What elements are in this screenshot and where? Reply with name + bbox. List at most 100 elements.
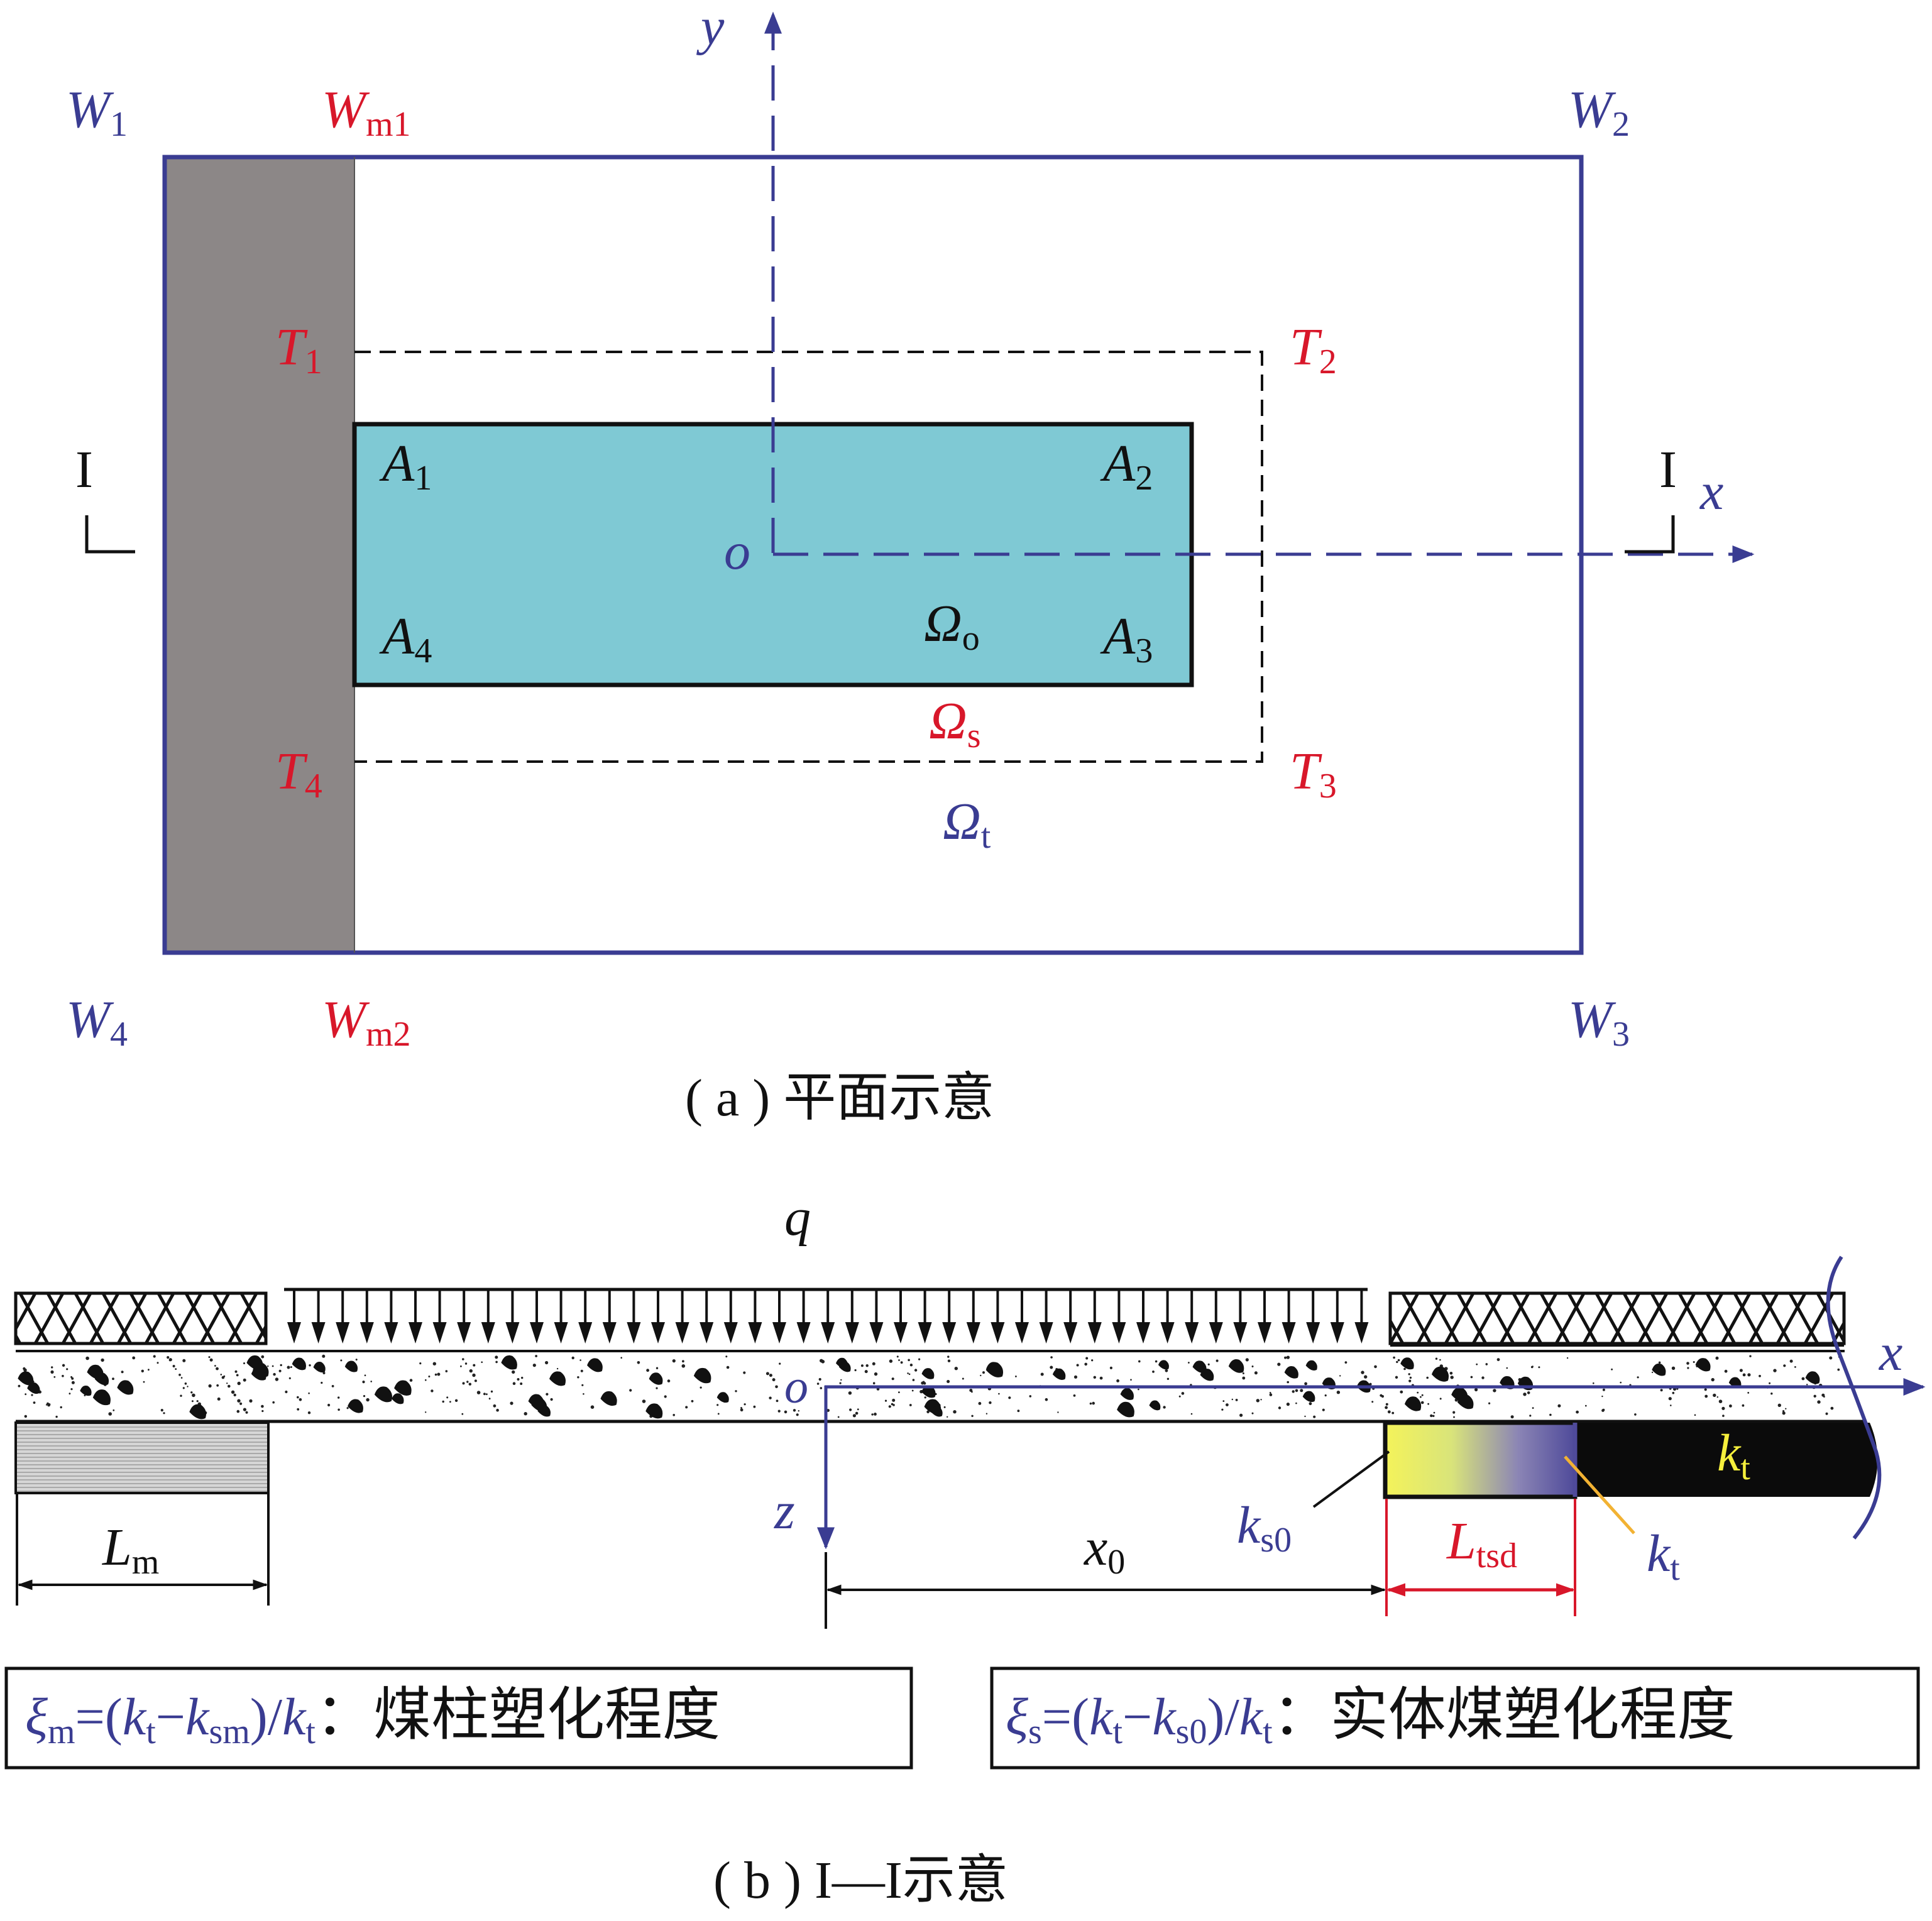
gravel-speck <box>182 1387 185 1389</box>
gravel-stone <box>117 1380 134 1395</box>
gravel-speck <box>428 1376 431 1377</box>
gravel-speck <box>1245 1358 1249 1362</box>
gravel-stone <box>94 1372 109 1386</box>
gravel-speck <box>577 1376 579 1379</box>
gravel-stone <box>649 1372 663 1385</box>
gravel-speck <box>141 1369 144 1372</box>
gravel-speck <box>982 1371 985 1374</box>
ltsd-label: Ltsd <box>1446 1512 1517 1575</box>
load-arrow-head <box>675 1322 689 1344</box>
gravel-stone <box>1052 1368 1066 1380</box>
load-arrow-head <box>432 1322 447 1344</box>
gravel-speck <box>1300 1389 1304 1393</box>
gravel-speck <box>1694 1414 1696 1416</box>
gravel-speck <box>237 1399 241 1403</box>
gravel-speck <box>1385 1406 1388 1409</box>
gravel-speck <box>1403 1367 1406 1371</box>
gravel-speck <box>642 1399 646 1403</box>
gravel-speck <box>717 1413 720 1415</box>
gravel-speck <box>1260 1399 1262 1401</box>
load-arrow-head <box>287 1322 301 1344</box>
gravel-speck <box>1496 1358 1500 1362</box>
load-arrow-head <box>409 1322 422 1344</box>
gravel-speck <box>1523 1393 1527 1396</box>
gravel-speck <box>740 1408 744 1412</box>
gravel-speck <box>196 1400 199 1403</box>
gravel-speck <box>550 1398 553 1401</box>
gravel-speck <box>236 1374 239 1377</box>
load-arrow-head <box>723 1322 738 1344</box>
gravel-speck <box>1671 1366 1676 1370</box>
gravel-speck <box>321 1381 323 1384</box>
gravel-speck <box>366 1398 370 1402</box>
gravel-speck <box>784 1410 788 1414</box>
gravel-speck <box>495 1355 498 1359</box>
gravel-speck <box>1830 1406 1834 1410</box>
gravel-speck <box>1670 1404 1672 1406</box>
caving-zone-left <box>14 1291 268 1345</box>
gravel-speck <box>327 1403 331 1407</box>
gravel-speck <box>971 1415 974 1417</box>
load-arrow-head <box>1160 1322 1175 1344</box>
gravel-speck <box>1251 1412 1254 1415</box>
gravel-stone <box>189 1404 207 1420</box>
gravel-speck <box>1269 1392 1271 1394</box>
gravel-speck <box>848 1391 852 1395</box>
gravel-stone <box>313 1362 326 1373</box>
gravel-speck <box>496 1408 499 1412</box>
gravel-speck <box>464 1362 468 1365</box>
gravel-speck <box>744 1403 746 1406</box>
gravel-speck <box>796 1413 799 1416</box>
gravel-stone <box>1305 1360 1317 1371</box>
gravel-speck <box>914 1369 918 1372</box>
gravel-speck <box>1620 1381 1622 1384</box>
gravel-stone <box>1228 1359 1244 1373</box>
gravel-speck <box>51 1366 53 1369</box>
gravel-speck <box>1374 1365 1377 1369</box>
gravel-speck <box>419 1362 422 1365</box>
gravel-speck <box>1668 1397 1672 1401</box>
gravel-speck <box>1817 1400 1821 1404</box>
gravel-speck <box>798 1410 800 1412</box>
gravel-speck <box>1278 1406 1282 1409</box>
gravel-speck <box>1190 1413 1193 1415</box>
gravel-speck <box>769 1374 772 1377</box>
gravel-speck <box>1361 1371 1364 1374</box>
gravel-speck <box>1387 1410 1391 1414</box>
gravel-speck <box>1050 1356 1053 1359</box>
gravel-speck <box>926 1410 930 1414</box>
gravel-stone <box>1149 1400 1161 1411</box>
load-arrow-head <box>360 1322 374 1344</box>
gravel-stone <box>930 1406 943 1417</box>
gravel-speck <box>446 1396 449 1399</box>
gravel-speck <box>346 1407 349 1409</box>
gravel-speck <box>620 1357 622 1359</box>
formula-left: ξm=(kt−ksm)/kt：煤柱塑化程度 <box>25 1681 720 1751</box>
gravel-speck <box>1532 1407 1534 1409</box>
gravel-speck <box>1130 1379 1132 1381</box>
gravel-speck <box>1549 1413 1552 1416</box>
gravel-speck <box>362 1381 365 1384</box>
gravel-speck <box>524 1412 527 1416</box>
load-arrow-head <box>796 1322 811 1344</box>
gravel-speck <box>1481 1376 1485 1379</box>
gravel-speck <box>216 1384 219 1387</box>
gravel-speck <box>1292 1390 1295 1393</box>
gravel-speck <box>180 1377 183 1379</box>
gravel-speck <box>1222 1400 1225 1403</box>
gravel-speck <box>1474 1387 1478 1392</box>
gravel-speck <box>1813 1394 1816 1398</box>
gravel-speck <box>1420 1396 1422 1398</box>
gravel-speck <box>1426 1376 1429 1379</box>
gravel-speck <box>53 1376 56 1378</box>
gravel-speck <box>1109 1366 1112 1369</box>
gravel-speck <box>364 1374 366 1376</box>
gravel-speck <box>840 1379 842 1381</box>
gravel-speck <box>816 1382 820 1385</box>
gravel-stone <box>1805 1371 1820 1384</box>
gravel-speck <box>896 1355 899 1358</box>
gravel-speck <box>1221 1408 1224 1411</box>
gravel-speck <box>1015 1376 1017 1377</box>
load-arrow-head <box>991 1322 1005 1344</box>
goaf-zone <box>165 157 354 953</box>
